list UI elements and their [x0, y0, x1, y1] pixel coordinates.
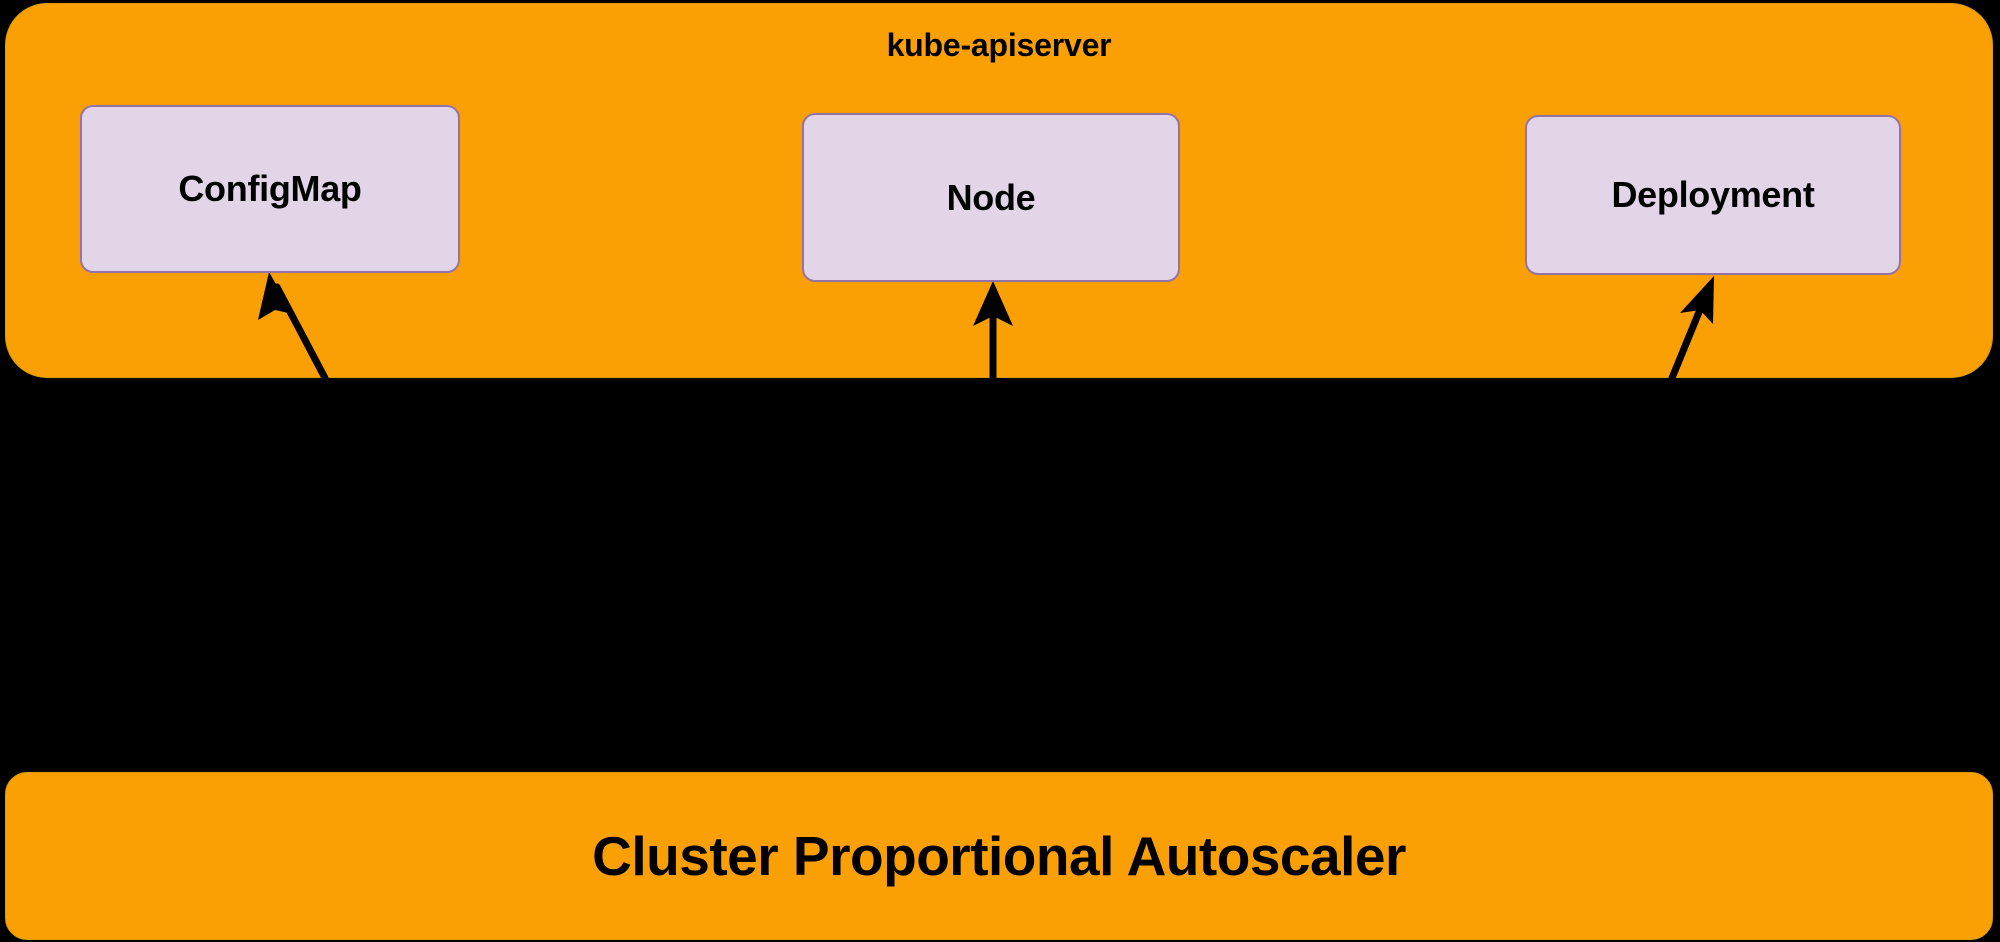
resource-box-deployment[interactable]: Deployment — [1525, 115, 1901, 275]
resource-box-configmap[interactable]: ConfigMap — [80, 105, 460, 273]
resource-label-configmap: ConfigMap — [178, 168, 362, 209]
resource-label-deployment: Deployment — [1611, 174, 1815, 215]
cluster-proportional-autoscaler-container: Cluster Proportional Autoscaler — [5, 772, 1993, 940]
cluster-proportional-autoscaler-title: Cluster Proportional Autoscaler — [592, 825, 1406, 887]
resource-box-node[interactable]: Node — [802, 113, 1180, 282]
kube-apiserver-title: kube-apiserver — [886, 27, 1112, 63]
resource-label-node: Node — [946, 176, 1036, 218]
